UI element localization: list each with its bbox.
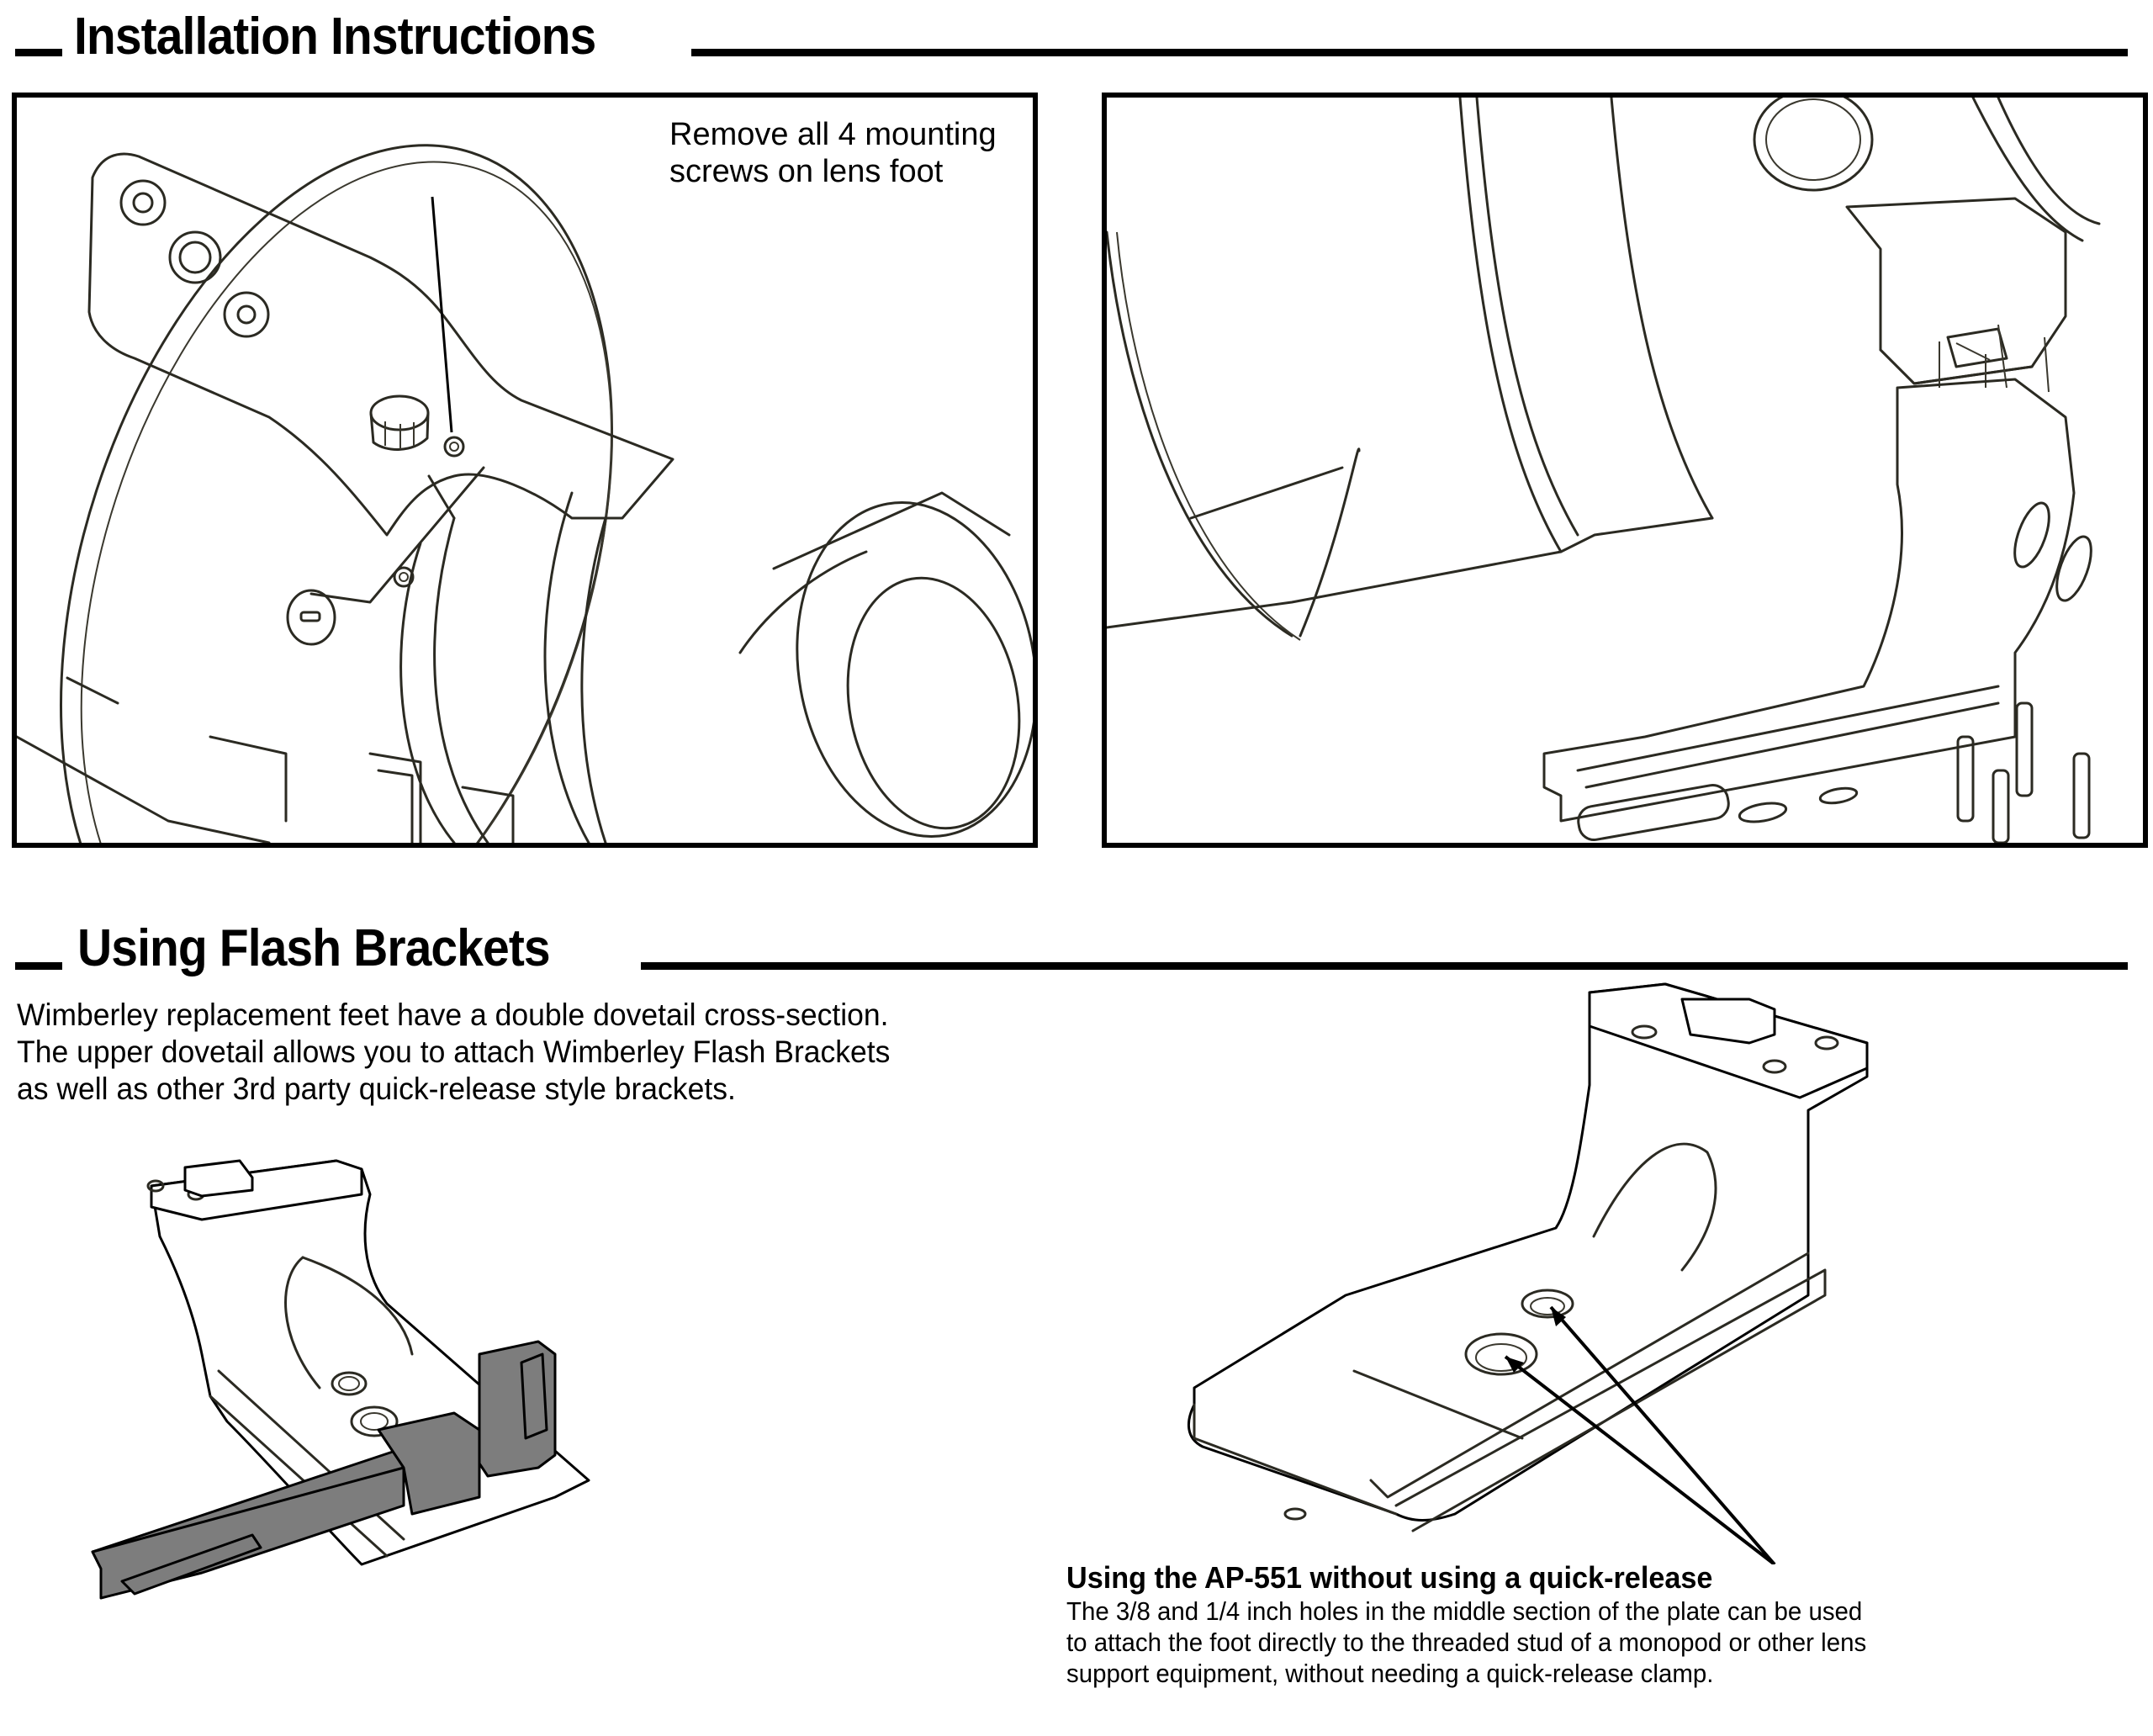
note-line: support equipment, without needing a qui… (1066, 1659, 1714, 1688)
flash-brackets-intro: Wimberley replacement feet have a double… (17, 997, 890, 1108)
intro-line: The upper dovetail allows you to attach … (17, 1035, 891, 1069)
callout-line: Remove all 4 mounting (669, 117, 997, 152)
remove-screws-callout: Remove all 4 mounting screws on lens foo… (669, 116, 997, 190)
note-line: to attach the foot directly to the threa… (1066, 1628, 1867, 1657)
note-title: Using the AP-551 without using a quick-r… (1066, 1560, 1713, 1595)
installation-step-2-panel (1102, 93, 2148, 848)
foot-exploded-illustration (1107, 98, 2101, 843)
installation-title: Installation Instructions (74, 8, 596, 66)
flash-brackets-title: Using Flash Brackets (77, 919, 551, 977)
lens-foot-mounted-illustration (17, 144, 1033, 843)
flash-bracket-drawing (91, 1159, 590, 1600)
callout-line: screws on lens foot (669, 154, 944, 189)
note-body: The 3/8 and 1/4 inch holes in the middle… (1066, 1596, 1866, 1689)
header-lead-rule (15, 962, 62, 970)
note-line: The 3/8 and 1/4 inch holes in the middle… (1066, 1596, 1863, 1626)
intro-line: as well as other 3rd party quick-release… (17, 1072, 736, 1106)
installation-step-1-panel: Remove all 4 mounting screws on lens foo… (12, 93, 1038, 848)
ap-551-drawing (1187, 982, 1869, 1564)
screw-icon (1956, 701, 2091, 843)
header-lead-rule (15, 49, 62, 56)
ap-551-note: Using the AP-551 without using a quick-r… (1066, 1560, 1908, 1689)
installation-section-header: Installation Instructions (0, 7, 2153, 74)
intro-line: Wimberley replacement feet have a double… (17, 998, 889, 1032)
header-tail-rule (691, 49, 2128, 56)
ap-551-foot-illustration (1161, 959, 1918, 1564)
foot-with-flash-bracket-illustration (84, 1144, 925, 1649)
header-tail-rule (641, 962, 2128, 970)
flash-brackets-section-header: Using Flash Brackets (0, 917, 2153, 984)
